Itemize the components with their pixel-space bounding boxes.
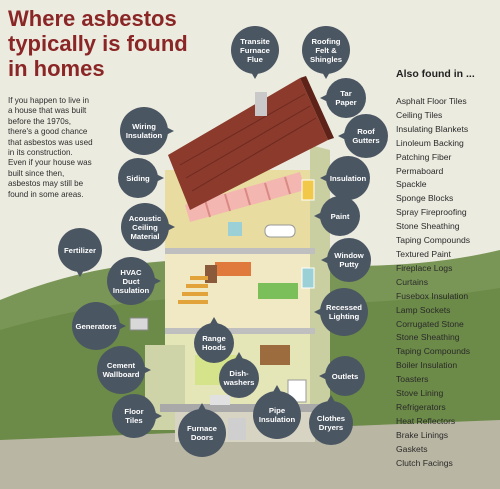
callout-roofing-felt-shingles: Roofing Felt & Shingles bbox=[302, 26, 350, 79]
also-found-item: Patching Fiber bbox=[396, 151, 452, 162]
page-title: Where asbestos typically is found in hom… bbox=[8, 6, 218, 81]
bed-green bbox=[258, 283, 298, 299]
floor-slab bbox=[165, 248, 315, 254]
also-found-item: Asphalt Floor Tiles bbox=[396, 96, 467, 106]
callout-paint: Paint bbox=[314, 196, 360, 236]
shingle-lines bbox=[179, 93, 317, 192]
title-line-2: typically is found bbox=[8, 31, 188, 56]
roof bbox=[168, 78, 328, 210]
intro-line: Even if your house was bbox=[8, 158, 92, 168]
intro-line: that asbestos was used bbox=[8, 137, 93, 147]
callout-floor-tiles: Floor Tiles bbox=[112, 394, 162, 438]
also-found-item: Stone Sheathing bbox=[396, 221, 460, 232]
bed-red bbox=[215, 262, 251, 276]
also-found-item: Ceiling Tiles bbox=[396, 109, 443, 120]
bathtub bbox=[264, 224, 296, 238]
furnace bbox=[228, 418, 246, 440]
callout-roof-gutters: Roof Gutters bbox=[338, 114, 388, 158]
callout-hvac-duct-insulation: HVAC Duct Insulation bbox=[107, 257, 161, 305]
callout-cement-wallboard: Cement Wallboard bbox=[97, 346, 151, 394]
also-found-item: Insulating Blankets bbox=[396, 123, 469, 134]
path-ground bbox=[0, 420, 500, 489]
also-found-item: Heat Reflectors bbox=[396, 415, 456, 426]
also-found-item: Stove Lining bbox=[396, 388, 444, 399]
intro-line: If you happen to live in bbox=[8, 96, 89, 105]
also-found-item: Fusebox Insulation bbox=[396, 290, 469, 301]
intro-line: before the 1970s, bbox=[8, 116, 71, 126]
intro-line: asbestos may still be bbox=[8, 179, 84, 189]
also-found-item: Spray Fireproofing bbox=[396, 207, 467, 218]
also-found-item: Fireplace Logs bbox=[396, 262, 453, 273]
callout-dishwashers: Dish- washers bbox=[219, 352, 259, 398]
callout-tar-paper: Tar Paper bbox=[320, 78, 366, 118]
dresser bbox=[205, 265, 217, 283]
callout-outlets: Outlets bbox=[319, 356, 365, 396]
callout-transite-furnace-flue: Transite Furnace Flue bbox=[231, 26, 279, 79]
callout-recessed-lighting: Recessed Lighting bbox=[314, 288, 368, 336]
also-found-item: Curtains bbox=[396, 276, 428, 287]
intro-line: in its construction. bbox=[8, 148, 73, 158]
insulation-stripes bbox=[204, 176, 291, 218]
also-found-item: Permaboard bbox=[396, 165, 444, 176]
callout-wiring-insulation: Wiring Insulation bbox=[120, 107, 174, 155]
also-found-item: Refrigerators bbox=[396, 401, 446, 412]
callout-window-putty: Window Putty bbox=[321, 238, 371, 282]
window bbox=[301, 267, 315, 289]
also-found-item: Taping Compounds bbox=[396, 235, 471, 246]
foundation bbox=[160, 404, 320, 412]
callout-fertilizer: Fertilizer bbox=[58, 228, 102, 277]
also-found-item: Stone Sheathing bbox=[396, 332, 460, 343]
also-found-item: Corrugated Stone bbox=[396, 318, 464, 329]
also-found-item: Boiler Insulation bbox=[396, 360, 458, 371]
also-found-item: Textured Paint bbox=[396, 248, 451, 259]
callout-siding: Siding bbox=[118, 158, 164, 198]
intro-paragraph: If you happen to live in a house that wa… bbox=[8, 96, 120, 200]
flue-pipe bbox=[255, 92, 267, 116]
callout-furnace-doors: Furnace Doors bbox=[178, 403, 226, 457]
title-line-3: in homes bbox=[8, 56, 105, 81]
sink bbox=[228, 222, 242, 236]
also-found-item: Sponge Blocks bbox=[396, 193, 454, 204]
also-found-item: Lamp Sockets bbox=[396, 304, 451, 315]
also-found-list: Asphalt Floor Tiles Ceiling Tiles Insula… bbox=[396, 95, 470, 470]
also-found-item: Toasters bbox=[396, 374, 429, 385]
title-line-1: Where asbestos bbox=[8, 6, 177, 31]
callout-acoustic-ceiling-material: Acoustic Ceiling Material bbox=[121, 203, 175, 251]
intro-line: found in some areas. bbox=[8, 189, 84, 199]
generator bbox=[129, 317, 149, 331]
callout-insulation: Insulation bbox=[320, 156, 370, 200]
callout-range-hoods: Range Hoods bbox=[194, 317, 234, 363]
floor-slab bbox=[165, 328, 315, 334]
also-found-item: Gaskets bbox=[396, 443, 428, 454]
callout-pipe-insulation: Pipe Insulation bbox=[253, 385, 301, 439]
intro-line: built since then, bbox=[8, 168, 65, 178]
dishwasher bbox=[210, 395, 230, 405]
also-found-item: Spackle bbox=[396, 179, 427, 190]
attic-insulation bbox=[185, 172, 305, 222]
also-found-heading: Also found in ... bbox=[396, 68, 475, 80]
roof-edge bbox=[300, 76, 334, 140]
also-found-item: Taping Compounds bbox=[396, 346, 471, 357]
callout-generators: Generators bbox=[72, 302, 126, 350]
sofa bbox=[260, 345, 290, 365]
also-found-item: Brake Linings bbox=[396, 429, 449, 440]
also-found-item: Clutch Facings bbox=[396, 457, 453, 468]
attic-window bbox=[301, 179, 315, 201]
stairs bbox=[178, 276, 208, 304]
also-found-item: Linoleum Backing bbox=[396, 137, 464, 148]
intro-line: there's a good chance bbox=[8, 127, 88, 137]
callout-clothes-dryers: Clothes Dryers bbox=[309, 395, 353, 445]
intro-line: a house that was built bbox=[8, 106, 87, 116]
